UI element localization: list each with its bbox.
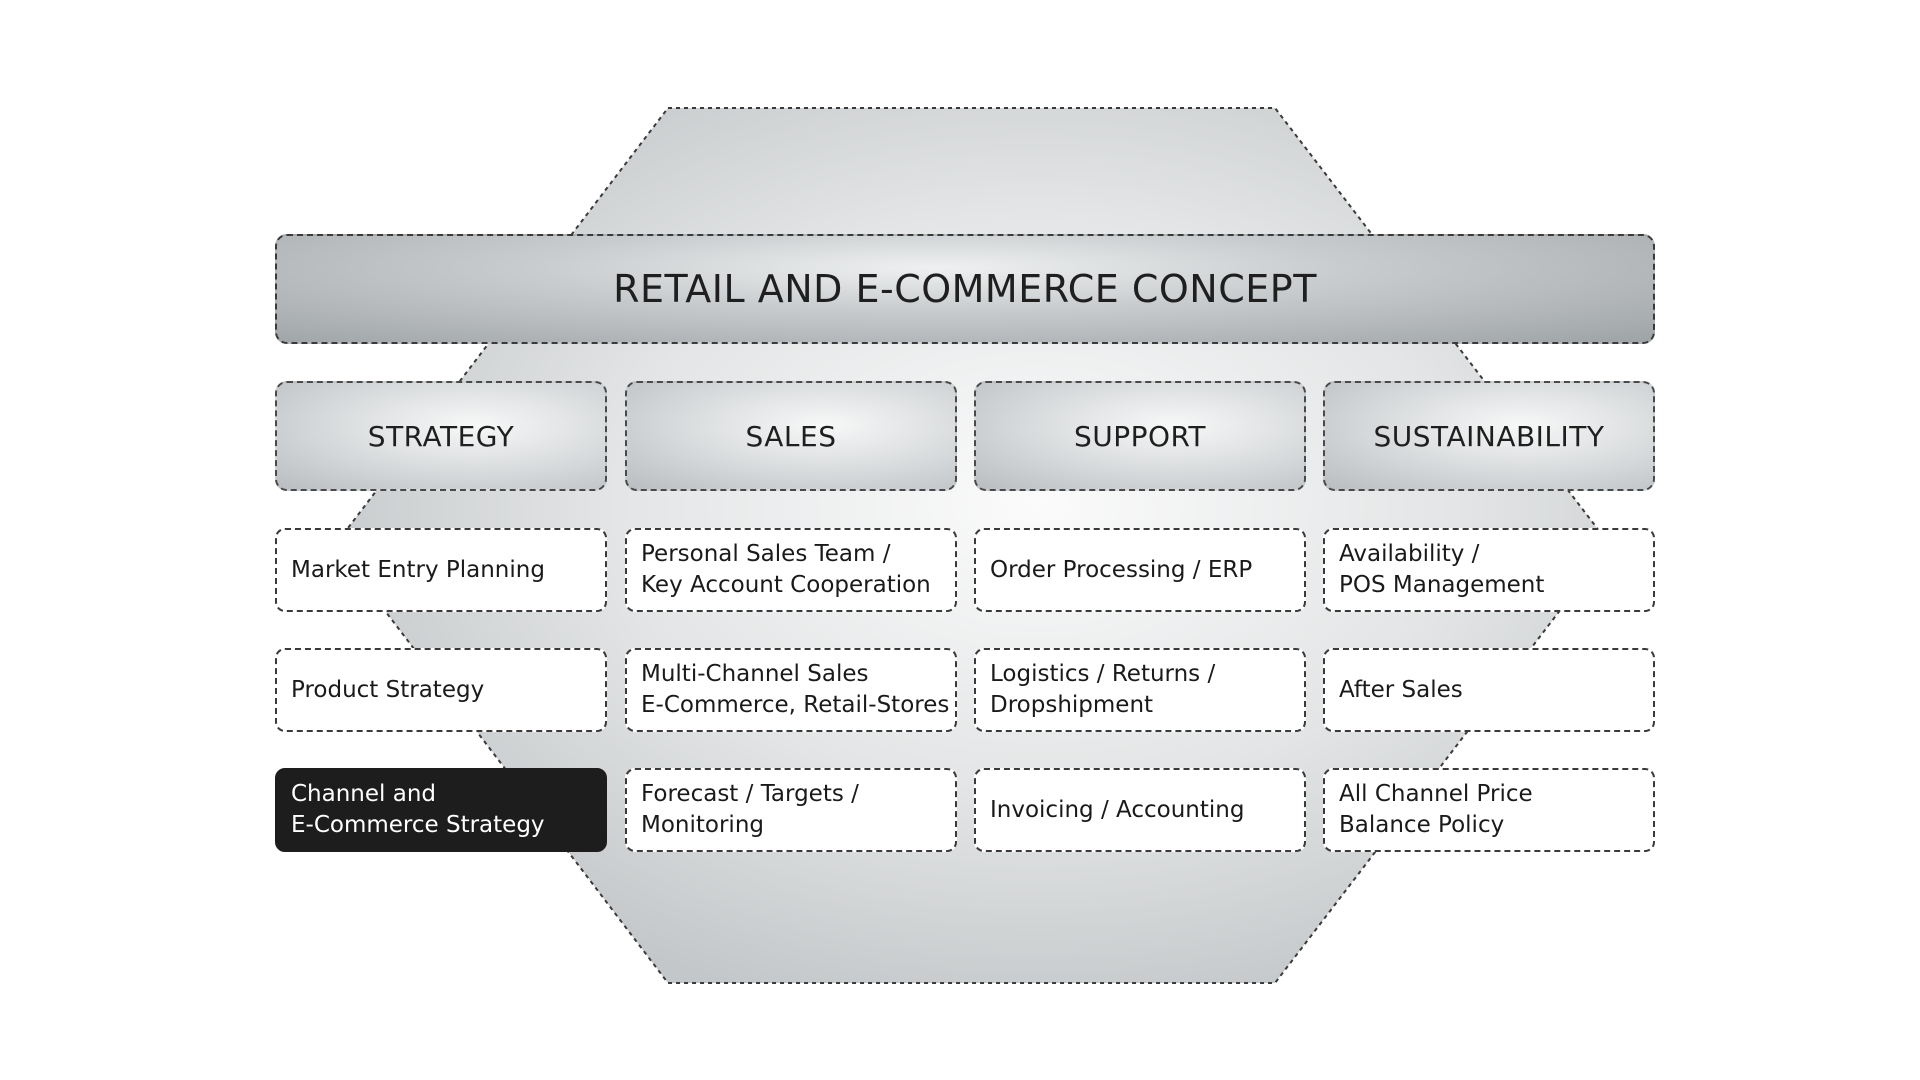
item-line: Order Processing / ERP <box>990 556 1253 583</box>
item-multi-channel-sales: Multi-Channel Sales E-Commerce, Retail-S… <box>625 648 957 732</box>
item-line: Dropshipment <box>990 692 1154 718</box>
item-invoicing-accounting: Invoicing / Accounting <box>974 768 1306 852</box>
item-all-channel-price-balance-policy: All Channel Price Balance Policy <box>1323 768 1655 852</box>
item-line: Product Strategy <box>291 676 485 703</box>
header-strategy: STRATEGY <box>275 381 607 491</box>
item-line: After Sales <box>1339 676 1463 703</box>
item-line: POS Management <box>1339 572 1545 598</box>
item-line: All Channel Price <box>1339 781 1533 807</box>
item-forecast-targets-monitoring: Forecast / Targets / Monitoring <box>625 768 957 852</box>
item-market-entry-planning: Market Entry Planning <box>275 528 607 612</box>
item-line: Forecast / Targets / <box>641 781 859 807</box>
item-line: Channel and <box>291 781 437 807</box>
header-sales-label: SALES <box>745 419 837 453</box>
header-sustainability-label: SUSTAINABILITY <box>1373 419 1605 453</box>
header-sustainability: SUSTAINABILITY <box>1323 381 1655 491</box>
item-line: Personal Sales Team / <box>641 541 891 567</box>
item-line: Invoicing / Accounting <box>990 796 1245 823</box>
item-channel-ecommerce-strategy-highlighted: Channel and E-Commerce Strategy <box>275 768 607 852</box>
item-order-processing-erp: Order Processing / ERP <box>974 528 1306 612</box>
item-line: Market Entry Planning <box>291 556 545 583</box>
header-support-label: SUPPORT <box>1073 419 1207 453</box>
item-line: E-Commerce Strategy <box>291 812 545 838</box>
item-line: Multi-Channel Sales <box>641 661 869 687</box>
concept-title: RETAIL AND E-COMMERCE CONCEPT <box>613 267 1317 311</box>
item-line: Balance Policy <box>1339 812 1505 838</box>
item-personal-sales-team: Personal Sales Team / Key Account Cooper… <box>625 528 957 612</box>
item-line: Key Account Cooperation <box>641 572 931 598</box>
item-availability-pos-management: Availability / POS Management <box>1323 528 1655 612</box>
header-support: SUPPORT <box>974 381 1306 491</box>
header-sales: SALES <box>625 381 957 491</box>
concept-title-banner: RETAIL AND E-COMMERCE CONCEPT <box>275 234 1655 344</box>
item-line: Logistics / Returns / <box>990 661 1216 687</box>
item-line: Monitoring <box>641 812 764 838</box>
item-line: E-Commerce, Retail-Stores <box>641 692 950 718</box>
header-strategy-label: STRATEGY <box>367 419 515 453</box>
item-after-sales: After Sales <box>1323 648 1655 732</box>
item-product-strategy: Product Strategy <box>275 648 607 732</box>
item-line: Availability / <box>1339 541 1480 567</box>
item-logistics-returns-dropshipment: Logistics / Returns / Dropshipment <box>974 648 1306 732</box>
